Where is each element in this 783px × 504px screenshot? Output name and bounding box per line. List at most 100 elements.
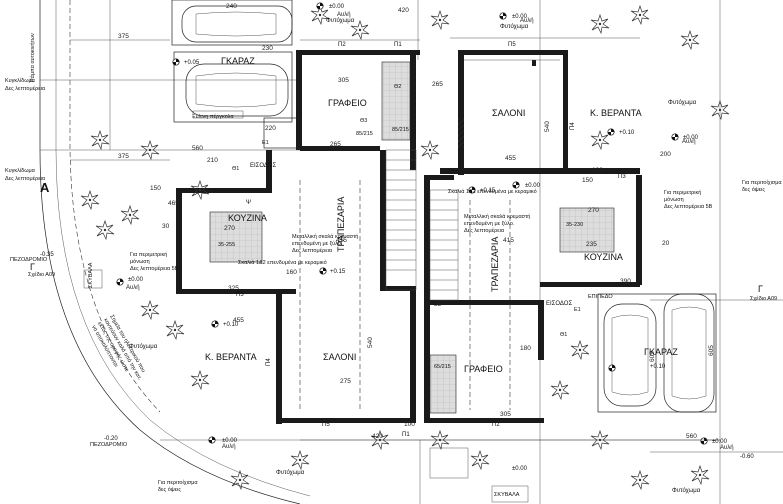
svg-text:Φυτόχωμα: Φυτόχωμα <box>672 487 701 494</box>
svg-text:465: 465 <box>168 200 179 207</box>
tree-icon <box>430 10 450 30</box>
svg-text:455: 455 <box>233 317 244 324</box>
svg-text:Κυγκλίδωμα: Κυγκλίδωμα <box>5 78 36 84</box>
elevation-icon <box>172 58 180 66</box>
tree-icon <box>230 470 250 490</box>
svg-text:265: 265 <box>432 81 443 88</box>
svg-text:230: 230 <box>262 45 273 52</box>
elevation-values: ±0.00 +0.05 ±0.00 ±0.00 +0.10 +0.15 +0.1… <box>40 4 754 472</box>
elevation-icon <box>512 181 520 189</box>
svg-text:Π3: Π3 <box>618 174 626 180</box>
svg-text:Σχέδιο Α09: Σχέδιο Α09 <box>750 295 777 302</box>
section-marker-g-left: Γ <box>30 262 35 272</box>
svg-text:Θ1: Θ1 <box>560 332 567 338</box>
svg-text:μόνωση: μόνωση <box>130 258 150 265</box>
svg-text:Π2: Π2 <box>492 422 500 428</box>
elevation-icon <box>608 364 616 372</box>
upper-building <box>263 50 640 175</box>
svg-text:Π4: Π4 <box>266 358 272 366</box>
svg-text:±0.00: ±0.00 <box>512 466 528 472</box>
room-dining-left: ΤΡΑΠΕΖΑΡΙΑ <box>336 197 346 252</box>
svg-text:605: 605 <box>708 345 715 356</box>
svg-text:Για περιτοίχισμα: Για περιτοίχισμα <box>158 480 198 486</box>
svg-text:390: 390 <box>620 278 631 285</box>
car-icon <box>663 293 715 413</box>
svg-text:180: 180 <box>520 345 531 352</box>
tree-icon <box>140 300 160 320</box>
tree-icon <box>290 450 310 470</box>
room-kitchen-right: ΚΟΥΖΙΝΑ <box>584 252 623 262</box>
room-salon-top: ΣΑΛΟΝΙ <box>492 108 525 118</box>
svg-text:160: 160 <box>286 269 297 276</box>
svg-text:305: 305 <box>500 411 511 418</box>
svg-text:265: 265 <box>330 141 341 148</box>
tree-icon <box>690 465 710 485</box>
svg-text:Θ3: Θ3 <box>360 118 367 124</box>
svg-text:±0.00: ±0.00 <box>128 277 144 283</box>
elevation-icon <box>116 278 124 286</box>
annotations: Φυτόχωμα Φυτόχωμα Φυτόχωμα Φυτόχωμα Φυτό… <box>5 11 782 498</box>
room-garage-top: ΓΚΑΡΑΖ <box>221 56 255 66</box>
svg-text:Δες λεπτομέρεια: Δες λεπτομέρεια <box>5 175 46 182</box>
svg-text:85/215: 85/215 <box>356 131 373 137</box>
elevation-icon <box>208 436 216 444</box>
svg-text:210: 210 <box>207 157 218 164</box>
svg-text:επενδυμένη με ξύλο.: επενδυμένη με ξύλο. <box>292 240 343 247</box>
svg-text:-0.60: -0.60 <box>740 454 754 460</box>
svg-text:420: 420 <box>372 433 383 440</box>
svg-text:Αυλή: Αυλή <box>337 11 351 18</box>
svg-text:ΠΕΖΟΔΡΟΜΙΟ: ΠΕΖΟΔΡΟΜΙΟ <box>90 442 128 448</box>
svg-text:Π1: Π1 <box>394 42 402 48</box>
svg-text:420: 420 <box>398 7 409 14</box>
svg-text:δες όψεις: δες όψεις <box>158 486 181 493</box>
tree-icon <box>90 130 110 150</box>
svg-text:Φυτόχωμα: Φυτόχωμα <box>129 343 158 350</box>
svg-text:Φυτόχωμα: Φυτόχωμα <box>500 23 529 30</box>
svg-text:200: 200 <box>660 151 671 158</box>
svg-text:Αυλή: Αυλή <box>222 443 236 450</box>
svg-text:Δες λεπτομέρεια: Δες λεπτομέρεια <box>5 85 46 92</box>
svg-text:ΕΙΣΟΔΟΣ: ΕΙΣΟΔΟΣ <box>250 163 276 169</box>
elevation-icon <box>316 2 324 10</box>
svg-text:20: 20 <box>662 240 670 247</box>
svg-text:540: 540 <box>367 337 374 348</box>
tree-icon <box>680 30 700 50</box>
svg-text:-0.35: -0.35 <box>40 252 54 258</box>
svg-text:±0.00: ±0.00 <box>683 135 699 141</box>
bottom-boundary <box>83 269 720 504</box>
svg-text:Ψ: Ψ <box>246 200 251 206</box>
svg-text:±0.00: ±0.00 <box>512 14 528 20</box>
svg-text:375: 375 <box>118 33 129 40</box>
tree-icon <box>165 320 185 340</box>
room-veranda-top: Κ. ΒΕΡΑΝΤΑ <box>590 108 642 118</box>
tree-icon <box>95 220 115 240</box>
svg-text:235: 235 <box>586 241 597 248</box>
panel-markers: Π2 Π1 Π5 Π3 Π4 Π4 Π5 Π3 Π1 Π2 <box>236 42 626 438</box>
svg-text:Σχέδιο Α09: Σχέδιο Α09 <box>28 271 55 278</box>
svg-text:+0.10: +0.10 <box>650 364 666 370</box>
svg-text:Αυλή: Αυλή <box>520 17 534 24</box>
tree-icon <box>570 340 590 360</box>
svg-text:Π5: Π5 <box>508 42 516 48</box>
svg-text:ΣΚΥΒΑΛΑ: ΣΚΥΒΑΛΑ <box>494 492 520 498</box>
svg-text:150: 150 <box>150 185 161 192</box>
svg-text:Κυγκλίδωμα: Κυγκλίδωμα <box>5 168 36 174</box>
elevation-icon <box>319 267 327 275</box>
svg-text:Μεταλλική σκαλά κρεμαστή: Μεταλλική σκαλά κρεμαστή <box>464 213 530 220</box>
svg-text:Δες λεπτομέρεια 5Β: Δες λεπτομέρεια 5Β <box>130 265 179 272</box>
tree-icon <box>630 5 650 25</box>
room-office-bottom: ΓΡΑΦΕΙΟ <box>464 364 503 374</box>
room-salon-bottom: ΣΑΛΟΝΙ <box>323 352 356 362</box>
tree-icon <box>630 470 650 490</box>
svg-text:325: 325 <box>228 285 239 292</box>
svg-text:Σκαλιά 1&2 επενδυμένα με κεραμ: Σκαλιά 1&2 επενδυμένα με κεραμικό <box>448 188 537 195</box>
svg-text:415: 415 <box>503 237 514 244</box>
svg-text:Δες λεπτομέρεια: Δες λεπτομέρεια <box>292 247 333 254</box>
garage-bottom <box>597 293 717 413</box>
svg-text:85/215: 85/215 <box>392 127 409 133</box>
room-labels: ΓΚΑΡΑΖ ΓΡΑΦΕΙΟ ΣΑΛΟΝΙ Κ. ΒΕΡΑΝΤΑ ΚΟΥΖΙΝΑ… <box>205 56 678 374</box>
svg-text:605: 605 <box>649 351 656 362</box>
svg-text:ΕΙΣΟΔΟΣ: ΕΙΣΟΔΟΣ <box>546 301 572 307</box>
svg-text:+0.10: +0.10 <box>619 130 635 136</box>
